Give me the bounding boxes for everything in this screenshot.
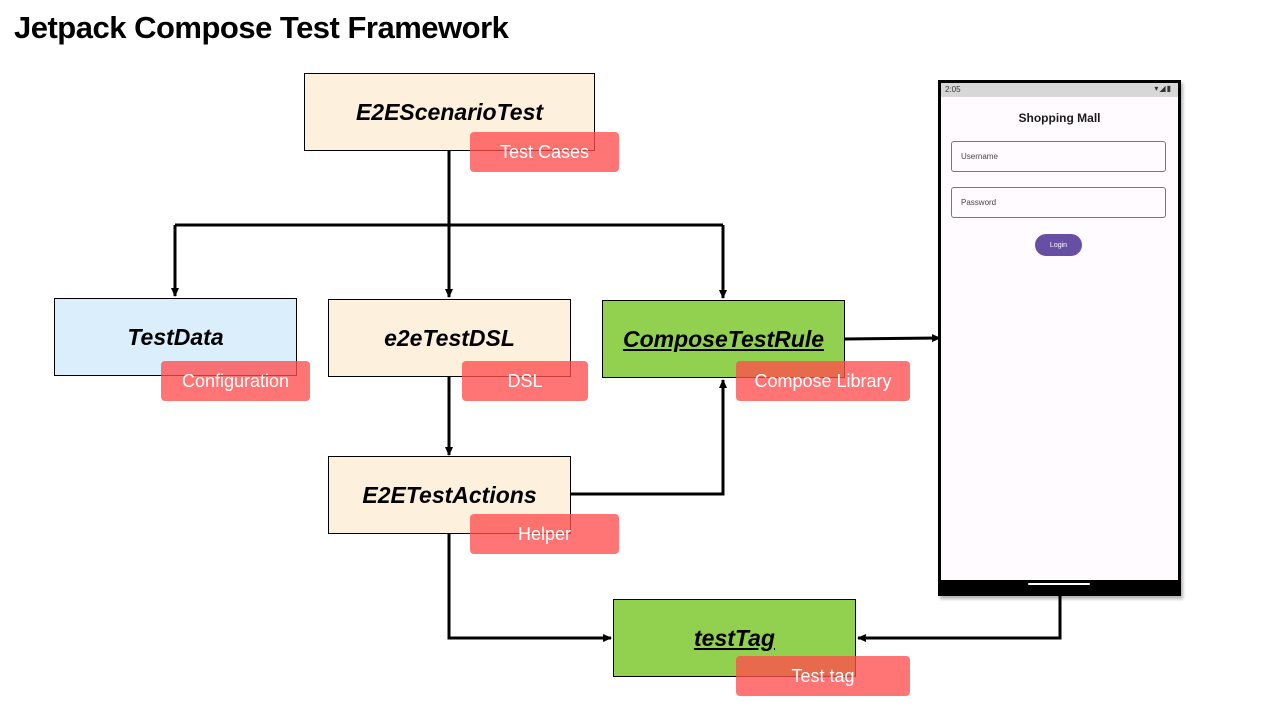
tag-test-tag: Test tag xyxy=(736,656,910,696)
compose-test-rule-label: ComposeTestRule xyxy=(622,325,825,352)
phone-mockup: 2:05 ▾◢▮ Shopping Mall Username Password… xyxy=(938,80,1181,596)
app-title: Shopping Mall xyxy=(1018,111,1101,125)
arrow-phone-to-testtag xyxy=(857,596,1062,642)
home-handle[interactable] xyxy=(1028,583,1090,585)
tag-configuration: Configuration xyxy=(161,361,310,401)
tag-helper: Helper xyxy=(470,514,619,554)
status-bar: 2:05 ▾◢▮ xyxy=(941,83,1178,97)
arrow-actions-to-testtag xyxy=(447,533,612,642)
password-field[interactable]: Password xyxy=(951,187,1166,218)
nav-bar xyxy=(941,580,1178,593)
e2e-test-actions-label: E2ETestActions xyxy=(362,481,537,508)
tag-compose-library: Compose Library xyxy=(736,361,910,401)
arrow-rule-to-phone xyxy=(844,334,941,343)
tag-dsl: DSL xyxy=(462,361,588,401)
username-field[interactable]: Username xyxy=(951,141,1166,172)
e2e-scenario-test-label: E2EScenarioTest xyxy=(355,98,544,125)
app-screen: Shopping Mall Username Password Login xyxy=(941,97,1178,580)
signal-battery-icon: ▾◢▮ xyxy=(1154,84,1172,93)
e2e-scenario-test-box: E2EScenarioTest xyxy=(304,73,595,151)
page-title: Jetpack Compose Test Framework xyxy=(14,10,509,45)
tag-test-cases: Test Cases xyxy=(470,132,619,172)
status-time: 2:05 xyxy=(945,85,961,94)
arrow-actions-to-rule xyxy=(571,379,727,496)
e2e-test-dsl-label: e2eTestDSL xyxy=(384,324,515,351)
test-data-label: TestData xyxy=(127,323,224,350)
test-tag-label: testTag xyxy=(694,624,775,651)
login-button[interactable]: Login xyxy=(1035,234,1082,256)
